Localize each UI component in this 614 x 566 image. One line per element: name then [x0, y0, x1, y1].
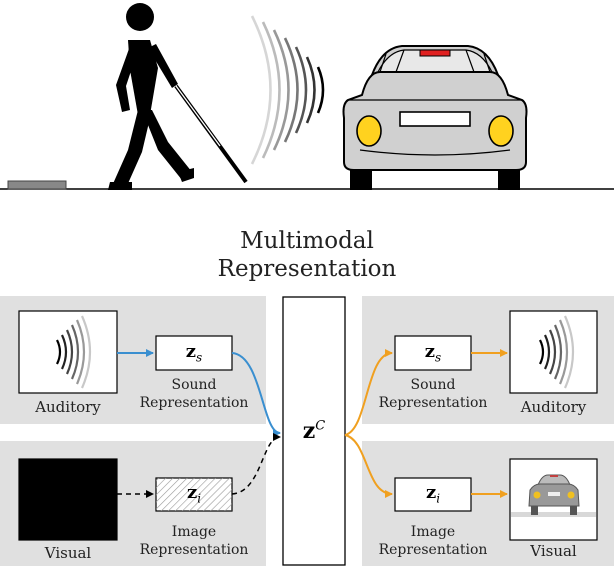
right-visual-label: Visual: [530, 542, 577, 560]
left-image-rep-line2: Representation: [139, 542, 249, 558]
right-auditory-label: Auditory: [520, 398, 587, 416]
right-image-rep-line2: Representation: [378, 542, 488, 558]
auditory-input-box: [18, 310, 118, 394]
zs-right-symbol: zs: [424, 341, 442, 365]
right-sound-rep-line1: Sound: [410, 377, 456, 393]
left-sound-rep-line2: Representation: [139, 395, 249, 411]
right-sound-rep-line2: Representation: [378, 395, 488, 411]
sound-to-latent-arrow: [231, 352, 281, 437]
zs-left-box: [155, 335, 233, 371]
curb-icon: [7, 180, 67, 190]
visual-output-car-icon: [511, 474, 596, 517]
blind-pedestrian-icon: [108, 3, 248, 190]
latent-box: [282, 296, 346, 566]
car-icon: [342, 45, 528, 190]
left-sound-rep-line1: Sound: [171, 377, 217, 393]
left-image-rep-line1: Image: [171, 524, 217, 540]
left-auditory-label: Auditory: [35, 398, 101, 416]
visual-input-box: [18, 458, 118, 541]
image-to-latent-arrow: [231, 433, 281, 495]
zi-right-box: [394, 477, 472, 512]
title-line-1: Multimodal: [240, 228, 374, 254]
auditory-output-box: [509, 310, 598, 394]
zi-right-symbol: zi: [425, 482, 441, 506]
latent-to-image-arrow: [344, 434, 393, 498]
sound-waves-icon: [250, 15, 325, 165]
right-image-rep-line1: Image: [410, 524, 456, 540]
zc-symbol: zC: [302, 418, 326, 444]
zi-left-symbol: zi: [186, 482, 202, 506]
latent-to-sound-arrow: [344, 349, 393, 436]
zs-left-symbol: zs: [185, 341, 203, 365]
auditory-input-waves-icon: [56, 315, 92, 389]
zi-left-hatch: [156, 478, 232, 511]
auditory-output-waves-icon: [539, 315, 575, 389]
title-line-2: Representation: [217, 256, 397, 282]
left-visual-label: Visual: [44, 544, 92, 562]
